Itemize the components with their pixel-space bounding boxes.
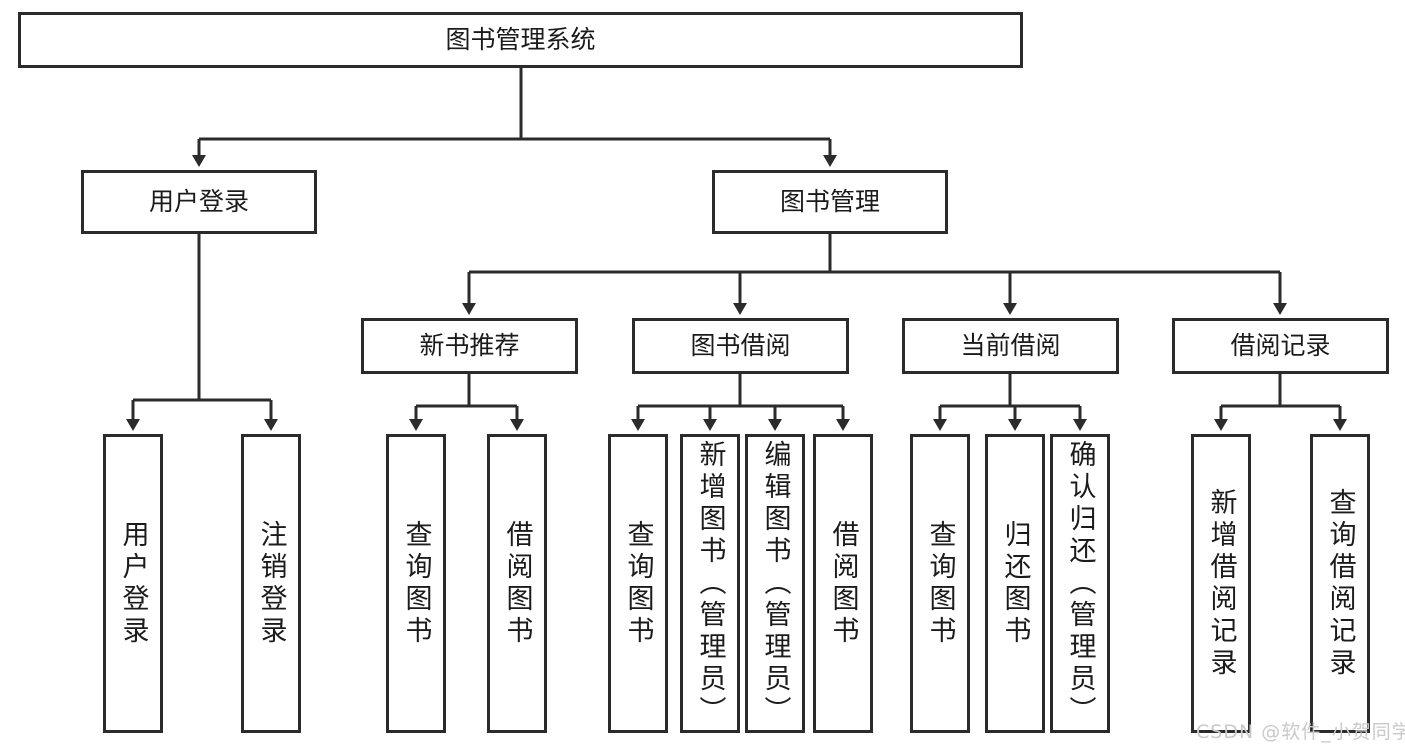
node-leaf-borrow-book-rec-label: 借阅图书 [501, 519, 533, 648]
node-leaf-query-book-rec[interactable]: 查询图书 [386, 434, 446, 733]
node-book-borrow[interactable]: 图书借阅 [632, 318, 849, 374]
node-leaf-user-login[interactable]: 用户登录 [103, 434, 163, 733]
node-leaf-query-book-rec-label: 查询图书 [400, 519, 432, 648]
node-leaf-borrow-book-label: 借阅图书 [827, 519, 859, 648]
node-root-label: 图书管理系统 [445, 25, 596, 54]
node-book-manage[interactable]: 图书管理 [712, 170, 948, 234]
node-leaf-query-book-borrow[interactable]: 查询图书 [608, 434, 668, 733]
node-leaf-add-book-admin[interactable]: 新增图书（管理员） [680, 434, 740, 733]
node-leaf-query-book-current[interactable]: 查询图书 [910, 434, 970, 733]
node-leaf-borrow-book-rec[interactable]: 借阅图书 [487, 434, 547, 733]
node-current-borrow[interactable]: 当前借阅 [902, 318, 1119, 374]
node-book-borrow-label: 图书借阅 [690, 331, 791, 360]
node-leaf-user-login-label: 用户登录 [117, 519, 149, 648]
node-leaf-query-borrow-record[interactable]: 查询借阅记录 [1310, 434, 1370, 733]
node-book-manage-label: 图书管理 [779, 187, 880, 216]
node-leaf-query-book-current-label: 查询图书 [924, 519, 956, 648]
node-leaf-confirm-return-admin[interactable]: 确认归还（管理员） [1050, 434, 1110, 733]
node-borrow-record-label: 借阅记录 [1230, 331, 1331, 360]
node-leaf-add-borrow-record[interactable]: 新增借阅记录 [1191, 434, 1251, 733]
node-leaf-confirm-return-admin-label: 确认归还（管理员） [1064, 439, 1096, 728]
node-leaf-add-book-admin-label: 新增图书（管理员） [694, 439, 726, 728]
node-user-login[interactable]: 用户登录 [81, 170, 317, 234]
node-leaf-edit-book-admin-label: 编辑图书（管理员） [759, 439, 791, 728]
node-new-book-recommend[interactable]: 新书推荐 [361, 318, 578, 374]
node-leaf-return-book-label: 归还图书 [999, 519, 1031, 648]
node-leaf-query-borrow-record-label: 查询借阅记录 [1324, 487, 1356, 680]
node-leaf-user-logout-label: 注销登录 [255, 519, 287, 648]
node-leaf-user-logout[interactable]: 注销登录 [241, 434, 301, 733]
node-leaf-edit-book-admin[interactable]: 编辑图书（管理员） [745, 434, 805, 733]
node-new-book-recommend-label: 新书推荐 [419, 331, 520, 360]
node-current-borrow-label: 当前借阅 [960, 331, 1061, 360]
node-leaf-add-borrow-record-label: 新增借阅记录 [1205, 487, 1237, 680]
node-leaf-query-book-borrow-label: 查询图书 [622, 519, 654, 648]
node-leaf-return-book[interactable]: 归还图书 [985, 434, 1045, 733]
node-borrow-record[interactable]: 借阅记录 [1172, 318, 1389, 374]
node-root[interactable]: 图书管理系统 [18, 12, 1023, 68]
node-user-login-label: 用户登录 [148, 187, 249, 216]
node-leaf-borrow-book[interactable]: 借阅图书 [813, 434, 873, 733]
